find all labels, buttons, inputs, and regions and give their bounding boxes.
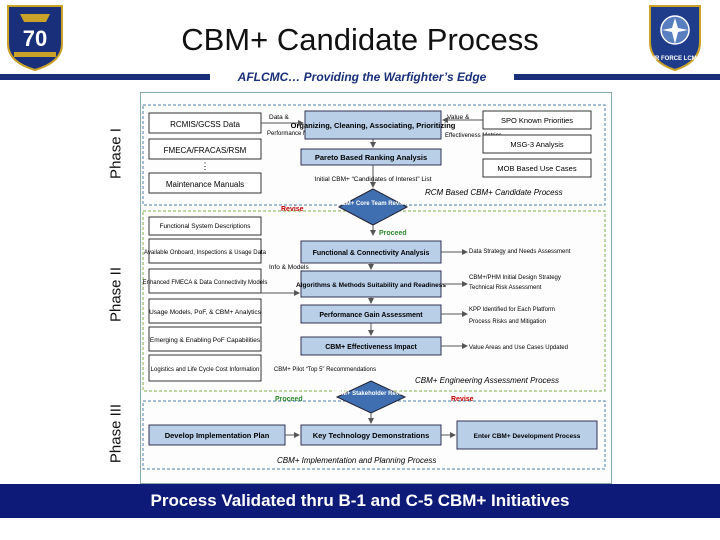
stakeholder-review-diamond	[335, 380, 407, 414]
input-box-manuals	[148, 172, 262, 194]
input-box-emerging	[148, 326, 262, 352]
perf-label: Performance Metrics	[267, 131, 322, 137]
implementation-plan-label: Develop Implementation Plan	[165, 431, 270, 440]
process-diagram: RCMIS/GCSS Data FMECA/FRACAS/RSM ⋮ Maint…	[140, 92, 612, 484]
revise-label-3: Revise	[451, 396, 474, 403]
proceed-label-1: Proceed	[379, 230, 407, 237]
input-box-enhanced	[148, 268, 262, 294]
page-title: CBM+ Candidate Process	[181, 22, 539, 57]
data-label: Data &	[269, 114, 290, 121]
core-review-diamond	[337, 188, 409, 226]
engineering-process-label: CBM+ Engineering Assessment Process	[415, 376, 559, 385]
spo-label: SPO Known Priorities	[501, 116, 573, 125]
stakeholder-review-label: CBM+ Stakeholder Review	[333, 391, 409, 397]
pareto-label: Pareto Based Ranking Analysis	[315, 153, 427, 162]
value-label: Value &	[447, 114, 470, 121]
mob-label: MOB Based Use Cases	[497, 164, 576, 173]
performance-label: Performance Gain Assessment	[319, 312, 423, 319]
proceed-label-3: Proceed	[275, 396, 303, 403]
revise-label-1: Revise	[281, 206, 304, 213]
air-force-lcmc-logo: AIR FORCE LCMC	[640, 0, 710, 72]
algorithms-label: Algorithms & Methods Suitability and Rea…	[296, 282, 446, 289]
input-enhanced: Enhanced FMECA & Data Connectivity Model…	[143, 280, 268, 286]
core-review-label: CBM+ Core Team Review	[337, 201, 409, 207]
rcm-process-label: RCM Based CBM+ Candidate Process	[425, 188, 563, 197]
page-subtitle: AFLCMC… Providing the Warfighter’s Edge	[237, 70, 487, 84]
logo-text: AIR FORCE LCMC	[649, 56, 702, 62]
input-fmeca: FMECA/FRACAS/RSM	[164, 146, 247, 155]
phase-2-label: Phase II	[107, 266, 125, 323]
phase-3-label: Phase III	[107, 403, 125, 464]
input-emerging: Emerging & Enabling PoF Capabilities	[150, 337, 261, 344]
input-usage: Usage Models, PoF, & CBM+ Analytics	[149, 309, 262, 316]
output-data-strategy: Data Strategy and Needs Assessment	[469, 249, 571, 255]
input-box-logistics	[148, 354, 262, 382]
input-dots: ⋮	[201, 161, 210, 171]
enter-development-label: Enter CBM+ Development Process	[474, 433, 581, 440]
output-risk: Technical Risk Assessment	[469, 285, 542, 291]
enter-development-box	[456, 420, 598, 450]
info-label: Info & Models	[269, 264, 309, 271]
implementation-process-label: CBM+ Implementation and Planning Process	[277, 456, 436, 465]
output-process-risks: Process Risks and Mitigation	[469, 319, 546, 325]
input-box-functional	[148, 216, 262, 236]
logo-number: 70	[23, 26, 47, 51]
pareto-box	[300, 148, 442, 166]
input-box-usage	[148, 298, 262, 324]
msg3-box	[482, 134, 592, 154]
phase-1-label: Phase I	[107, 128, 125, 179]
functional-label: Functional & Connectivity Analysis	[313, 250, 430, 257]
input-onboard: Available Onboard, Inspections & Usage D…	[144, 250, 267, 256]
effect-label: Effectiveness Metrics	[445, 133, 502, 139]
organizing-box	[304, 110, 442, 140]
organizing-label: Organizing, Cleaning, Associating, Prior…	[291, 121, 456, 130]
input-logistics: Logistics and Life Cycle Cost Informatio…	[151, 367, 260, 373]
output-value-areas: Value Areas and Use Cases Updated	[469, 345, 568, 351]
pilot-label: CBM+ Pilot “Top 5” Recommendations	[274, 367, 376, 373]
output-design-strategy: CBM+/PHM Initial Design Strategy	[469, 275, 561, 281]
input-manuals: Maintenance Manuals	[166, 180, 244, 189]
msg3-label: MSG-3 Analysis	[510, 140, 564, 149]
header-rule-left	[0, 74, 210, 80]
output-kpp: KPP Identified for Each Platform	[469, 307, 555, 313]
input-box-onboard	[148, 238, 262, 264]
mob-box	[482, 158, 592, 178]
input-functional: Functional System Descriptions	[159, 223, 251, 230]
header-rule-right	[514, 74, 720, 80]
anniversary-70-logo: 70	[0, 0, 70, 72]
input-rcmis: RCMIS/GCSS Data	[170, 120, 240, 129]
effectiveness-label: CBM+ Effectiveness Impact	[325, 344, 417, 351]
footer-banner: Process Validated thru B-1 and C-5 CBM+ …	[0, 484, 720, 518]
tech-demo-label: Key Technology Demonstrations	[313, 431, 430, 440]
input-box-fmeca	[148, 138, 262, 160]
